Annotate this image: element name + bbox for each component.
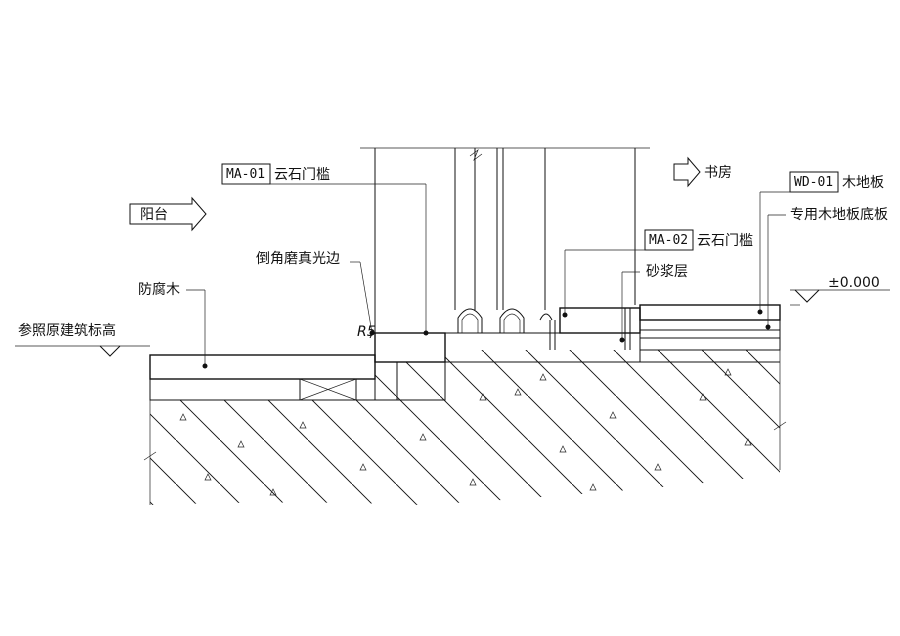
ref-level-mark: 参照原建筑标高 xyxy=(15,322,150,357)
ma01-desc: 云石门槛 xyxy=(274,167,330,183)
study-indicator: 书房 xyxy=(673,156,732,188)
balcony-indicator: 阳台 xyxy=(129,196,207,232)
ref-level-label: 参照原建筑标高 xyxy=(18,322,116,339)
wd01-desc: 木地板 xyxy=(842,175,884,191)
subfloor-callout: 专用木地板底板 xyxy=(765,207,888,330)
preserved-wood-callout: 防腐木 xyxy=(138,281,208,369)
elevation-mark: ±0.000 xyxy=(790,275,890,306)
preserved-wood-deck xyxy=(149,354,376,401)
preserved-wood-label: 防腐木 xyxy=(138,281,180,298)
subfloor-label: 专用木地板底板 xyxy=(790,207,888,223)
mortar-label: 砂浆层 xyxy=(646,264,688,280)
radius-label: R5 xyxy=(357,324,376,340)
chamfer-callout: 倒角磨真光边 R5 xyxy=(256,251,376,340)
wd01-code: WD-01 xyxy=(794,175,833,190)
chamfer-label: 倒角磨真光边 xyxy=(256,251,340,267)
elevation-label: ±0.000 xyxy=(828,275,880,291)
study-label: 书房 xyxy=(704,165,732,181)
concrete-slab xyxy=(143,350,787,505)
ma02-desc: 云石门槛 xyxy=(697,233,753,249)
study-wood-floor xyxy=(639,304,781,351)
ma01-callout: MA-01 云石门槛 xyxy=(221,163,429,336)
ma02-threshold-stone xyxy=(559,307,641,350)
ma02-code: MA-02 xyxy=(649,233,688,248)
wd01-callout: WD-01 木地板 xyxy=(757,171,884,315)
ma01-code: MA-01 xyxy=(226,167,265,182)
door-frame xyxy=(360,147,650,333)
aggregate-marks xyxy=(179,368,752,496)
ma02-callout: MA-02 云石门槛 xyxy=(562,229,753,318)
wood-joist xyxy=(299,378,357,401)
balcony-label: 阳台 xyxy=(140,207,168,223)
mortar-callout: 砂浆层 xyxy=(619,264,688,343)
